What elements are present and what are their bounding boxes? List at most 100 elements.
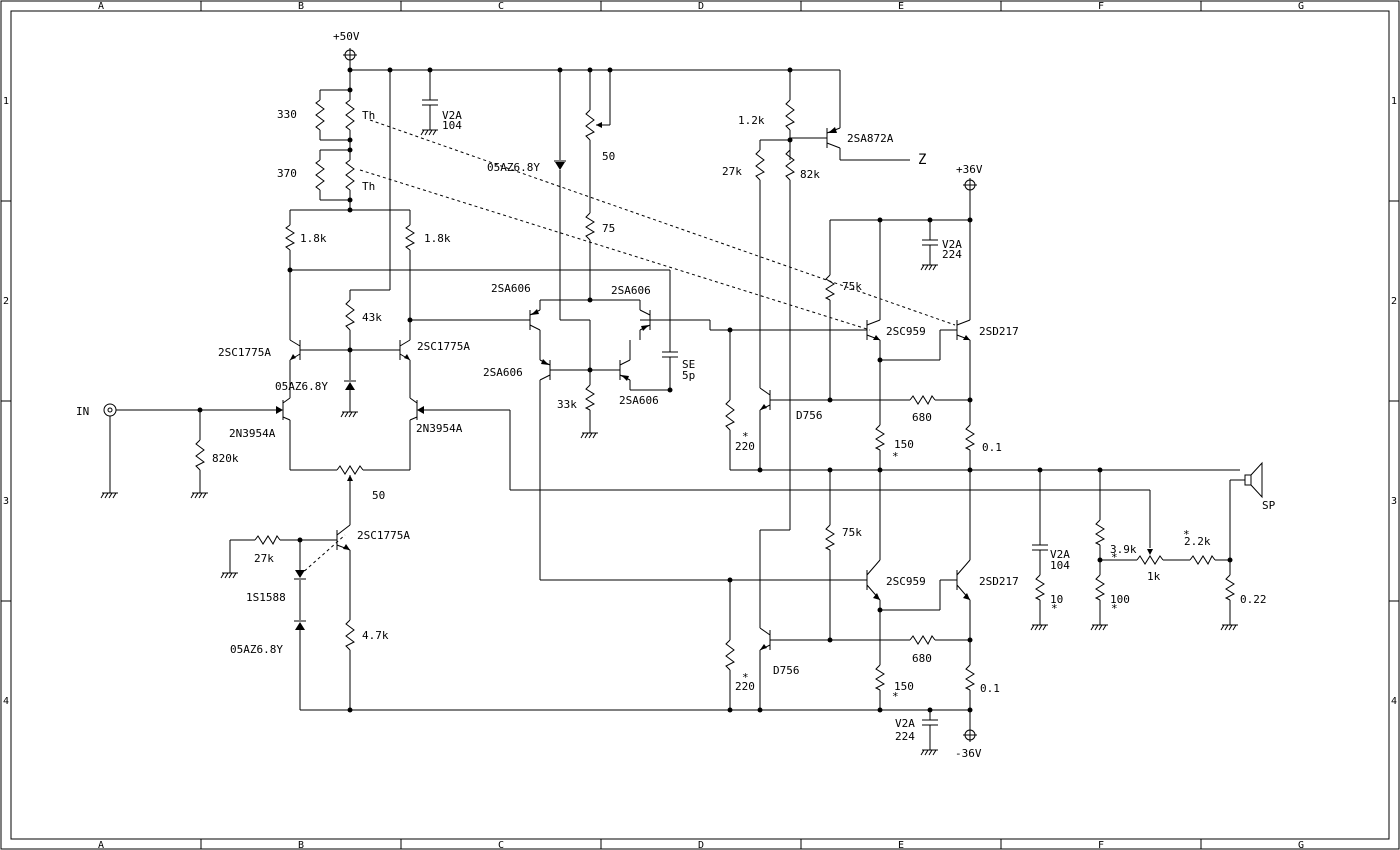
col-label-g-bottom: G xyxy=(1298,840,1304,850)
label-2sd217-upper: 2SD217 xyxy=(979,325,1019,338)
input-jack xyxy=(103,403,117,417)
label-r220-lower: 220 xyxy=(735,680,755,693)
transistor-2sc1775a-left xyxy=(289,339,301,361)
capacitors xyxy=(422,70,1048,726)
label-r220-upper: 220 xyxy=(735,440,755,453)
label-r2k2: 2.2k xyxy=(1184,535,1211,548)
label-1s1588: 1S1588 xyxy=(246,591,286,604)
row-label-3-left: 3 xyxy=(3,496,9,507)
label-th-1: Th xyxy=(362,109,375,122)
col-label-g-top: G xyxy=(1298,1,1304,12)
col-label-d-bottom: D xyxy=(698,840,704,850)
resistor-150-lower xyxy=(874,664,886,691)
transistor-2sc1775a-bottom xyxy=(336,524,351,551)
ground-icon xyxy=(1030,624,1048,631)
label-plus50v: +50V xyxy=(333,30,360,43)
resistor-1k8-right xyxy=(405,224,416,251)
diodes xyxy=(294,160,566,630)
resistor-0.1-upper xyxy=(964,424,976,451)
row-label-4-right: 4 xyxy=(1391,696,1397,707)
resistor-2k2 xyxy=(1189,555,1216,566)
ground-icon xyxy=(420,129,438,136)
label-r3k9: 3.9k xyxy=(1110,543,1137,556)
col-label-b-top: B xyxy=(298,1,304,12)
resistor-10 xyxy=(1034,574,1046,601)
row-label-1-left: 1 xyxy=(3,96,9,107)
label-r022: 0.22 xyxy=(1240,593,1267,606)
label-r50-bottom: 50 xyxy=(372,489,385,502)
resistor-370 xyxy=(315,159,325,191)
thermistor-2 xyxy=(345,159,355,191)
star-100: * xyxy=(1111,602,1118,615)
resistor-27k-horizontal xyxy=(254,535,281,546)
label-r680-lower: 680 xyxy=(912,652,932,665)
zener-05az-mid xyxy=(344,380,356,390)
speaker-icon xyxy=(1244,461,1263,499)
label-sp: SP xyxy=(1262,499,1276,512)
label-cse-val: 5p xyxy=(682,369,695,382)
transistors xyxy=(276,127,971,651)
label-c224-bottom-val: 224 xyxy=(895,730,915,743)
label-2sd217-lower: 2SD217 xyxy=(979,575,1019,588)
label-05az-top: 05AZ6.8Y xyxy=(487,161,540,174)
label-cse: SE xyxy=(682,358,695,371)
row-label-1-right: 1 xyxy=(1391,96,1397,107)
capacitor-224-bottom xyxy=(922,719,938,726)
label-r1k2: 1.2k xyxy=(738,114,765,127)
label-2sc1775a-left: 2SC1775A xyxy=(218,346,271,359)
label-r150-lower: 150 xyxy=(894,680,914,693)
label-r33k: 33k xyxy=(557,398,577,411)
transistor-2sd217-lower xyxy=(956,559,971,601)
label-r150-upper: 150 xyxy=(894,438,914,451)
star-220-lower: * xyxy=(742,671,749,684)
label-r370: 370 xyxy=(277,167,297,180)
transistor-2sa606-top-left xyxy=(529,309,541,331)
label-minus36v: -36V xyxy=(955,747,982,760)
label-c104-top-val: 104 xyxy=(442,119,462,132)
label-r01-upper: 0.1 xyxy=(982,441,1002,454)
resistor-33k xyxy=(584,384,596,411)
trimmer-wipers xyxy=(347,122,1153,555)
row-label-4-left: 4 xyxy=(3,696,9,707)
resistor-150-upper xyxy=(874,424,886,451)
resistor-1k8-left xyxy=(285,224,296,251)
label-2sa606-tl: 2SA606 xyxy=(491,282,531,295)
power-terminal-plus36 xyxy=(963,178,977,192)
col-label-d-top: D xyxy=(698,1,704,12)
ground-icon xyxy=(1220,624,1238,631)
transistor-d756-lower xyxy=(759,627,771,651)
capacitor-224-top xyxy=(922,239,938,246)
transistor-2sa606-bottom-left xyxy=(539,359,551,381)
star-150-lower: * xyxy=(892,690,899,703)
resistor-27k-vertical xyxy=(755,149,765,181)
resistors xyxy=(195,99,1236,691)
label-2sa606-bl: 2SA606 xyxy=(483,366,523,379)
label-2sc1775a-right: 2SC1775A xyxy=(417,340,470,353)
resistor-82k xyxy=(785,149,795,181)
capacitor-104-top xyxy=(422,70,438,130)
label-r330: 330 xyxy=(277,108,297,121)
diode-1s1588 xyxy=(294,570,306,580)
label-r75k-upper: 75k xyxy=(842,280,862,293)
resistor-220-lower xyxy=(725,639,735,671)
ground-icon xyxy=(920,264,938,271)
label-r100: 100 xyxy=(1110,593,1130,606)
transistor-2n3954a-right xyxy=(409,397,424,421)
resistor-75 xyxy=(585,212,596,241)
resistor-1k2 xyxy=(785,99,795,131)
star-3k9: * xyxy=(1111,551,1118,564)
col-label-a-bottom: A xyxy=(98,840,104,850)
transistor-2sc959-lower xyxy=(866,559,881,601)
col-label-b-bottom: B xyxy=(298,840,304,850)
label-r1k8-left: 1.8k xyxy=(300,232,327,245)
label-r82k: 82k xyxy=(800,168,820,181)
label-c224-bottom-v: V2A xyxy=(895,717,915,730)
resistor-0.1-lower xyxy=(964,664,976,691)
transistor-2sa606-top-right xyxy=(639,309,651,331)
col-label-f-top: F xyxy=(1098,1,1104,12)
label-r27k-vertical: 27k xyxy=(722,165,742,178)
label-05az-bottom: 05AZ6.8Y xyxy=(230,643,283,656)
thermistor-1 xyxy=(345,99,355,131)
label-r4k7: 4.7k xyxy=(362,629,389,642)
